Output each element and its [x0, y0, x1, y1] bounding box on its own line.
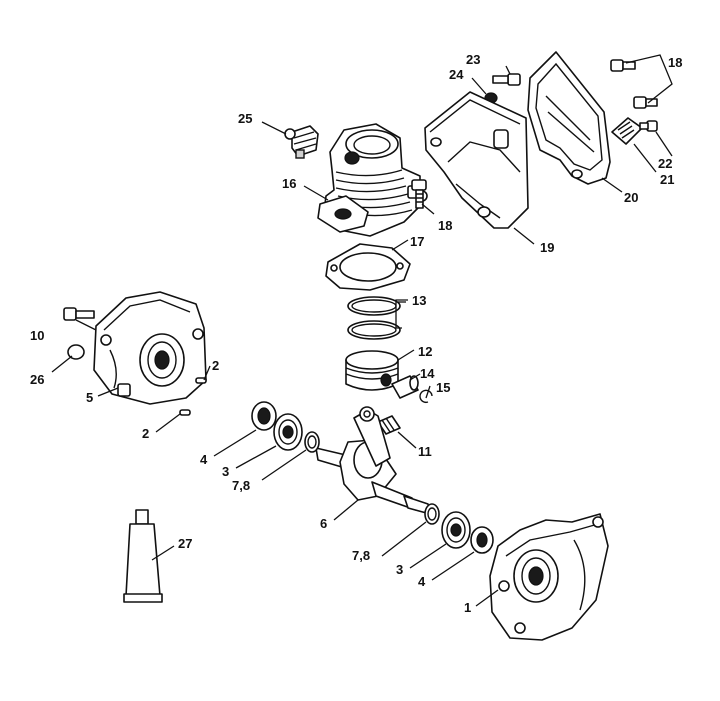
bearing-3-left: [273, 413, 303, 451]
dowel-pin-2-lower: [179, 409, 191, 416]
callout-4-left: 4: [200, 452, 208, 467]
callout-12: 12: [418, 344, 432, 359]
callout-1: 1: [464, 600, 471, 615]
screw-18-cylinder: [411, 179, 427, 209]
shroud-19: [424, 91, 529, 229]
screw-23: [492, 73, 521, 86]
screw-22: [639, 120, 658, 132]
needle-bearing-11: [377, 415, 401, 435]
callout-24: 24: [449, 67, 464, 82]
seal-4-left: [251, 401, 277, 431]
callout-2-lower: 2: [142, 426, 149, 441]
piston-12: [345, 350, 399, 391]
callout-26: 26: [30, 372, 44, 387]
leader-lines: [51, 54, 673, 607]
crankshaft-6: [315, 406, 431, 515]
bearing-3-right: [441, 511, 471, 549]
cover-plate-20: [527, 51, 611, 185]
callout-19: 19: [540, 240, 554, 255]
seal-4-right: [470, 526, 494, 554]
callout-20: 20: [624, 190, 638, 205]
callout-4-right: 4: [418, 574, 426, 589]
callout-15: 15: [436, 380, 450, 395]
callout-6: 6: [320, 516, 327, 531]
callout-10: 10: [30, 328, 44, 343]
callout-16: 16: [282, 176, 296, 191]
screw-10: [63, 307, 95, 321]
callout-3-right: 3: [396, 562, 403, 577]
grease-tube-27: [123, 509, 163, 603]
callout-13: 13: [412, 293, 426, 308]
callout-25: 25: [238, 111, 252, 126]
callout-17: 17: [410, 234, 424, 249]
screw-18-lower: [633, 96, 658, 109]
gasket-17: [325, 243, 411, 291]
callout-27: 27: [178, 536, 192, 551]
callout-21: 21: [660, 172, 674, 187]
callout-18-top: 18: [668, 55, 682, 70]
callout-23: 23: [466, 52, 480, 67]
circlip-15: [419, 389, 433, 404]
callout-3-left: 3: [222, 464, 229, 479]
shim-7-8-right: [424, 503, 440, 525]
callout-18-mid: 18: [438, 218, 452, 233]
callout-7-8-right: 7,8: [352, 548, 370, 563]
piston-ring-lower-inner: [351, 323, 397, 337]
callout-2-upper: 2: [212, 358, 219, 373]
callout-5: 5: [86, 390, 93, 405]
cylinder-16: [317, 123, 428, 237]
callout-11: 11: [418, 444, 432, 459]
shim-7-8-left: [304, 431, 320, 453]
plate-21: [611, 117, 643, 145]
callout-7-8-left: 7,8: [232, 478, 250, 493]
spark-plug-25: [284, 125, 319, 159]
crankcase-5: [93, 291, 207, 405]
dowel-pin-2-upper: [195, 377, 207, 384]
callout-14: 14: [420, 366, 435, 381]
crankcase-1: [489, 513, 609, 641]
plug-26: [67, 344, 85, 360]
callout-22: 22: [658, 156, 672, 171]
